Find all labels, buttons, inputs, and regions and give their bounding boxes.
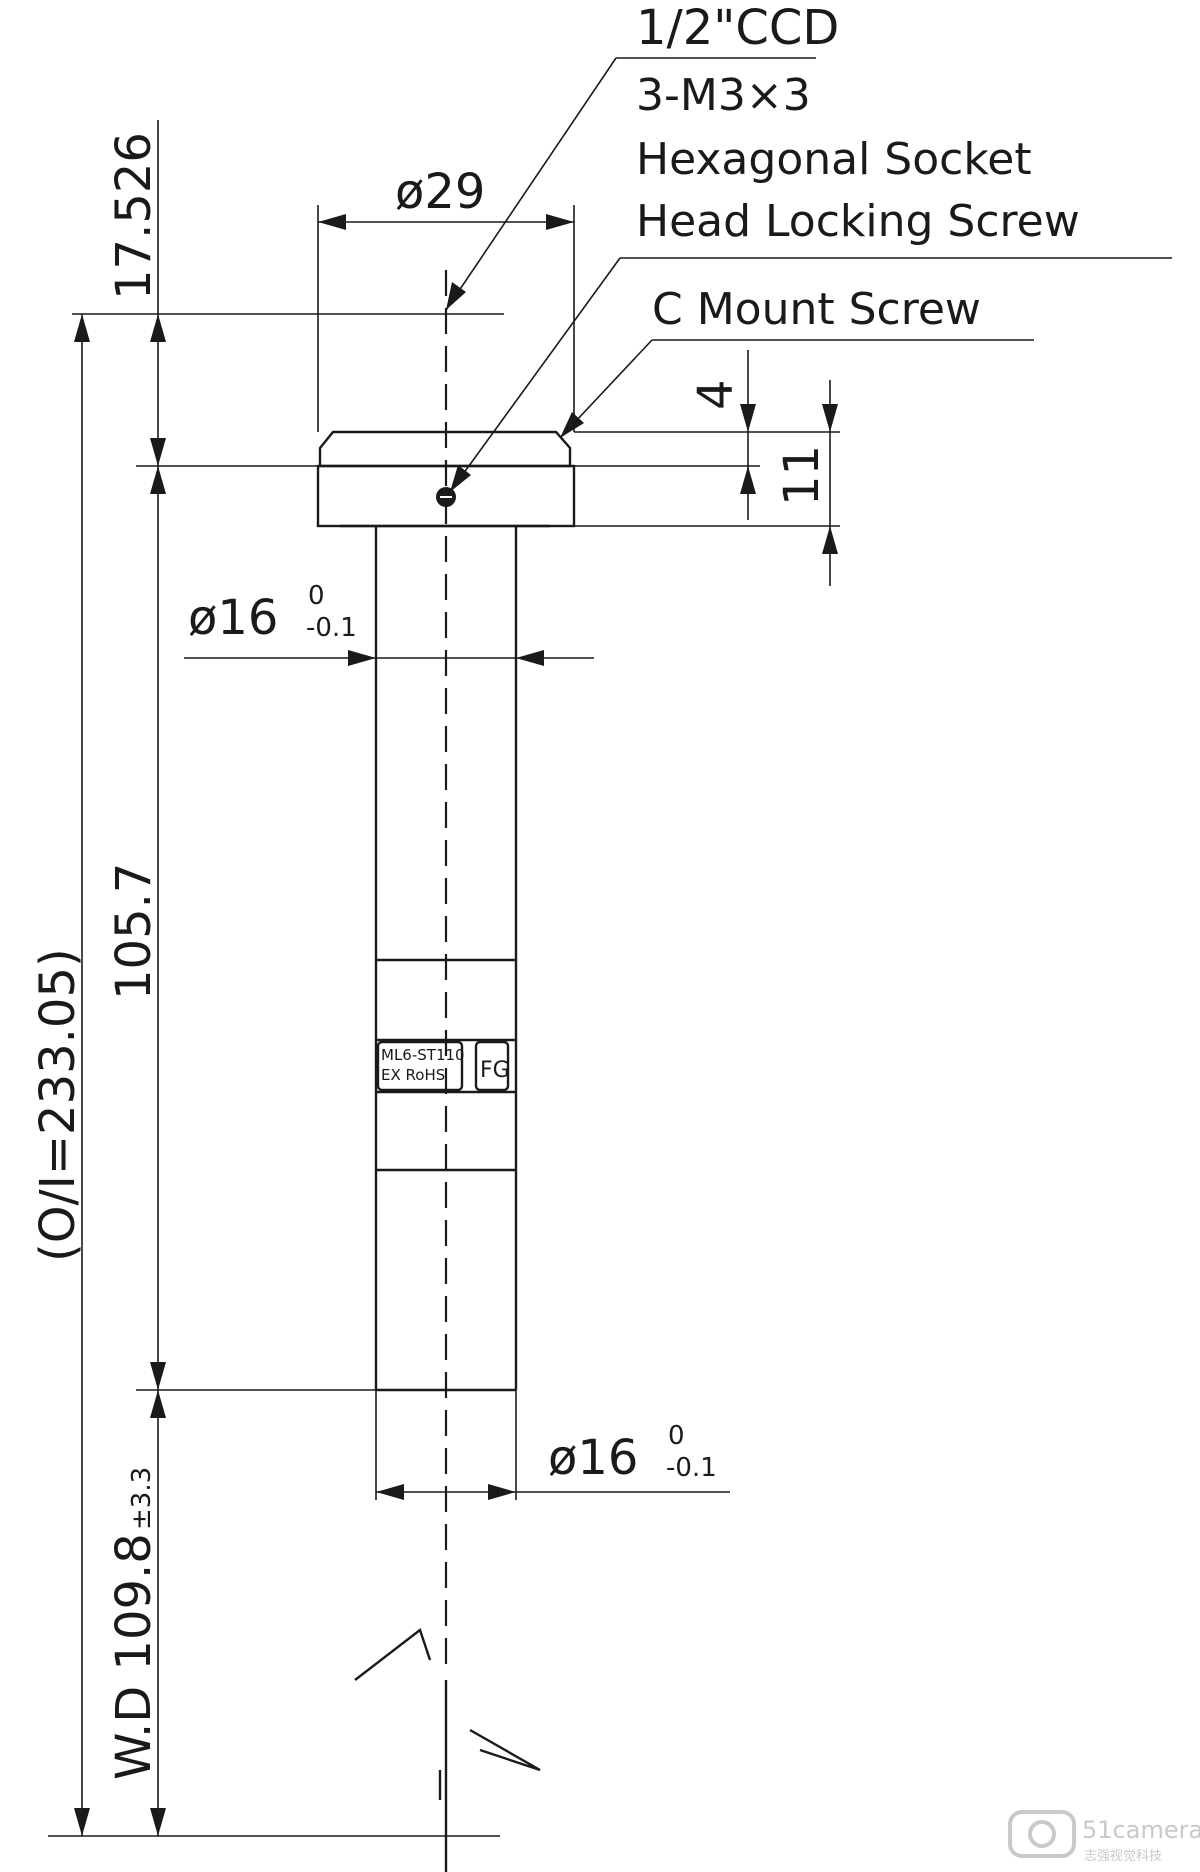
arrow [516,650,544,666]
dia16-bottom-label: ø16 [548,1430,638,1486]
arrow [740,466,756,494]
lens-label-plate [376,1040,464,1092]
lens-badge: FG [480,1058,510,1083]
arrow [150,438,166,466]
dia16-top-label: ø16 [188,590,278,646]
dim-17526-label: 17.526 [106,132,162,300]
break-mark-lower [469,1728,541,1772]
dia16-bottom-tol-upper: 0 [668,1421,685,1451]
arrow [150,1362,166,1390]
arrow [446,282,466,310]
leader-locking-screw [449,257,621,493]
watermark-logo: 51camera 志强视觉科技 [1008,1810,1200,1864]
label-screw-desc-1: Hexagonal Socket [636,134,1032,185]
arrow [546,214,574,230]
label-screw-desc-2: Head Locking Screw [636,196,1080,247]
arrow [150,314,166,342]
watermark-subtitle: 志强视觉科技 [1084,1849,1162,1864]
arrow [450,465,471,492]
arrow [560,412,584,438]
arrow [150,466,166,494]
label-screw-spec: 3-M3×3 [636,70,811,121]
lens-barrel [374,526,518,1500]
arrow [822,526,838,554]
arrow [488,1484,516,1500]
dim-11-label: 11 [774,445,830,506]
dim-wd-tol: ±3.3 [127,1467,157,1530]
arrow [150,1390,166,1418]
dia29-label: ø29 [395,164,485,220]
lens-badge-plate [474,1040,510,1092]
dim-4-label: 4 [688,379,744,410]
arrow [740,404,756,432]
dim-oi-label: (O/I=233.05) [30,948,86,1262]
arrow [74,1808,90,1836]
leader-ccd [445,57,617,311]
dim-wd-label: W.D 109.8 [106,1533,162,1780]
arrow [348,650,376,666]
label-ccd: 1/2"CCD [636,0,839,56]
watermark-text: 51camera [1082,1816,1200,1844]
lens-marking-line2: EX RoHS [381,1066,445,1084]
lens-marking-line1: ML6-ST110 [381,1046,465,1064]
dim-1057-label: 105.7 [106,863,162,1000]
dia16-bottom-tol-lower: -0.1 [666,1453,717,1483]
arrow [74,314,90,342]
break-mark-upper [354,1628,432,1681]
arrow [318,214,346,230]
dia16-top-tol-upper: 0 [308,581,325,611]
arrow [150,1808,166,1836]
arrow [822,404,838,432]
dia16-top-tol-lower: -0.1 [306,613,357,643]
label-c-mount: C Mount Screw [652,284,981,335]
arrow [376,1484,404,1500]
